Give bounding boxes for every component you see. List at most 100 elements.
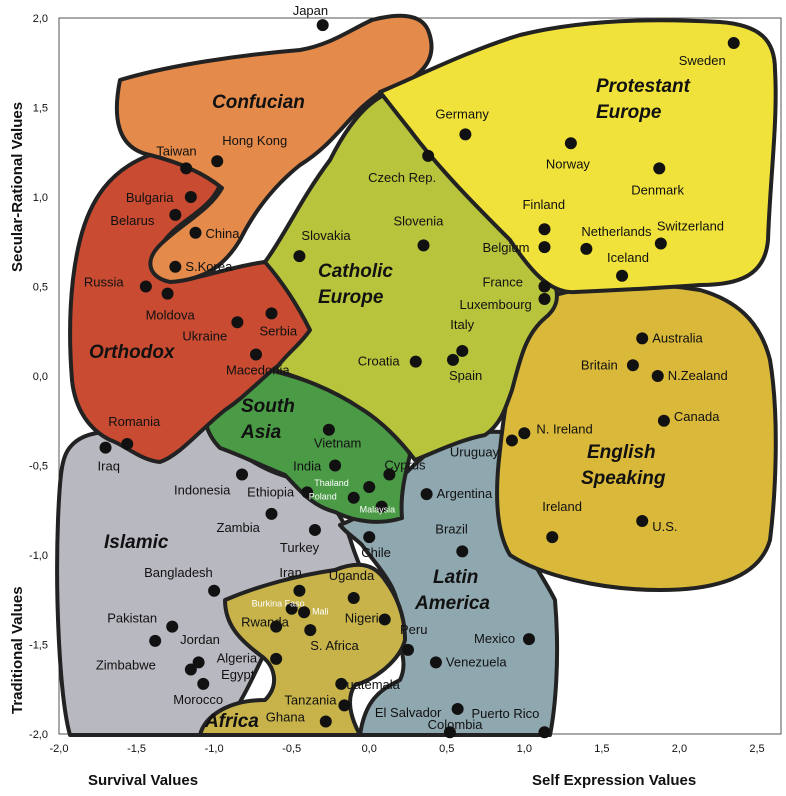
data-point-spain	[446, 353, 459, 366]
data-point-thailand	[363, 480, 376, 493]
point-label-ukraine: Ukraine	[182, 328, 227, 343]
data-point-uruguay	[505, 434, 518, 447]
region-label-english-line1: English	[587, 442, 656, 463]
data-point-moldova	[161, 287, 174, 300]
data-point-slovenia	[417, 239, 430, 252]
data-point-belarus	[169, 208, 182, 221]
data-point-malaysia	[375, 500, 388, 513]
x-tick-label: 2,5	[749, 743, 764, 755]
data-point-japan	[316, 19, 329, 32]
data-point-belgium	[538, 241, 551, 254]
data-point-iceland	[616, 269, 629, 282]
data-point-venezuela	[429, 656, 442, 669]
point-label-moldova: Moldova	[146, 308, 196, 323]
data-point-peru	[402, 643, 414, 656]
data-point-ghana	[319, 715, 332, 728]
point-label-canada: Canada	[674, 409, 720, 424]
data-point-germany	[459, 128, 472, 141]
data-point-puerto-rico	[538, 726, 551, 739]
region-label-confucian: Confucian	[212, 92, 305, 113]
x-tick-label: 1,0	[517, 743, 532, 755]
data-point-turkey	[308, 523, 321, 536]
data-point-iran	[293, 584, 306, 597]
data-point-serbia	[265, 307, 278, 320]
point-label-n-ireland: N. Ireland	[536, 421, 592, 436]
data-points	[99, 19, 740, 739]
region-english-speaking-area	[495, 282, 778, 592]
y-tick-label: -1,0	[29, 550, 48, 562]
data-point-ethiopia	[301, 486, 314, 499]
data-point-slovakia	[293, 250, 306, 263]
data-point-n-zealand	[651, 370, 664, 382]
data-point-hong-kong	[211, 155, 224, 168]
y-tick-label: 2,0	[33, 13, 48, 25]
data-point-china	[189, 226, 202, 239]
data-point-u-s-	[636, 514, 649, 527]
point-label-belgium: Belgium	[482, 240, 529, 255]
point-label-turkey: Turkey	[280, 540, 320, 555]
point-label-serbia: Serbia	[260, 323, 298, 338]
point-label-vietnam: Vietnam	[314, 436, 361, 451]
point-label-croatia: Croatia	[358, 354, 401, 369]
data-point-zimbabwe	[184, 663, 197, 676]
region-label-orthodox: Orthodox	[89, 342, 176, 363]
data-point-pakistan	[166, 620, 179, 633]
data-point-bangladesh	[208, 584, 221, 597]
point-label-luxembourg: Luxembourg	[459, 297, 531, 312]
data-point-india	[329, 459, 342, 472]
point-label-n-zealand: N.Zealand	[668, 368, 728, 383]
point-label-iraq: Iraq	[98, 459, 120, 474]
y-tick-label: 0,5	[33, 282, 48, 294]
point-label-russia: Russia	[84, 275, 125, 290]
data-point-australia	[636, 332, 649, 345]
data-point-uganda	[347, 591, 360, 604]
point-label-rwanda: Rwanda	[241, 615, 289, 630]
point-label-indonesia: Indonesia	[174, 482, 231, 497]
region-label-south-asia-line1: South	[241, 396, 295, 417]
point-label-uganda: Uganda	[329, 568, 375, 583]
data-point-mexico	[522, 633, 535, 646]
point-label-switzerland: Switzerland	[657, 219, 724, 234]
data-point-rwanda	[270, 620, 283, 633]
data-point-el-salvador	[443, 726, 456, 739]
point-label-poland: Poland	[309, 492, 337, 502]
point-label-pakistan: Pakistan	[107, 611, 157, 626]
y-tick-label: 1,5	[33, 103, 48, 115]
region-label-catholic-line1: Catholic	[318, 261, 393, 282]
point-label-argentina: Argentina	[437, 486, 493, 501]
data-point-czech-rep-	[422, 149, 435, 162]
point-label-norway: Norway	[546, 156, 591, 171]
y-tick-labels: 2,01,51,00,50,0-0,5-1,0-1,5-2,0	[29, 13, 48, 741]
point-label-germany: Germany	[435, 106, 489, 121]
point-label-jordan: Jordan	[180, 632, 220, 647]
data-point-finland	[538, 223, 551, 236]
data-point-zambia	[265, 507, 278, 520]
point-label-australia: Australia	[652, 330, 703, 345]
data-point-mali	[298, 606, 311, 619]
region-africa-area	[198, 562, 407, 737]
point-label-nigeria: Nigeria	[345, 610, 387, 625]
data-point-guatemala	[335, 677, 348, 690]
point-label-finland: Finland	[522, 197, 565, 212]
point-label-bangladesh: Bangladesh	[144, 565, 213, 580]
point-label-tanzania: Tanzania	[284, 692, 337, 707]
data-point-italy	[456, 344, 469, 357]
point-label-mali: Mali	[312, 606, 329, 616]
data-point-norway	[564, 137, 577, 150]
x-tick-label: 1,5	[594, 743, 609, 755]
point-label-slovakia: Slovakia	[301, 228, 351, 243]
data-point-chile	[363, 531, 376, 544]
x-tick-label: -1,5	[127, 743, 146, 755]
point-label-france: France	[482, 275, 522, 290]
data-point-sweden	[727, 37, 740, 50]
point-label-ghana: Ghana	[266, 709, 306, 724]
point-label-uruguay: Uruguay	[450, 444, 500, 459]
point-label-brazil: Brazil	[435, 521, 468, 536]
region-label-islamic: Islamic	[104, 532, 169, 553]
region-label-latin-line2: America	[414, 593, 490, 614]
point-label-bulgaria: Bulgaria	[126, 190, 174, 205]
region-label-protestant-line1: Protestant	[596, 76, 691, 97]
data-point-netherlands	[580, 242, 593, 255]
data-point-romania	[121, 438, 134, 451]
data-point-ukraine	[231, 316, 244, 329]
